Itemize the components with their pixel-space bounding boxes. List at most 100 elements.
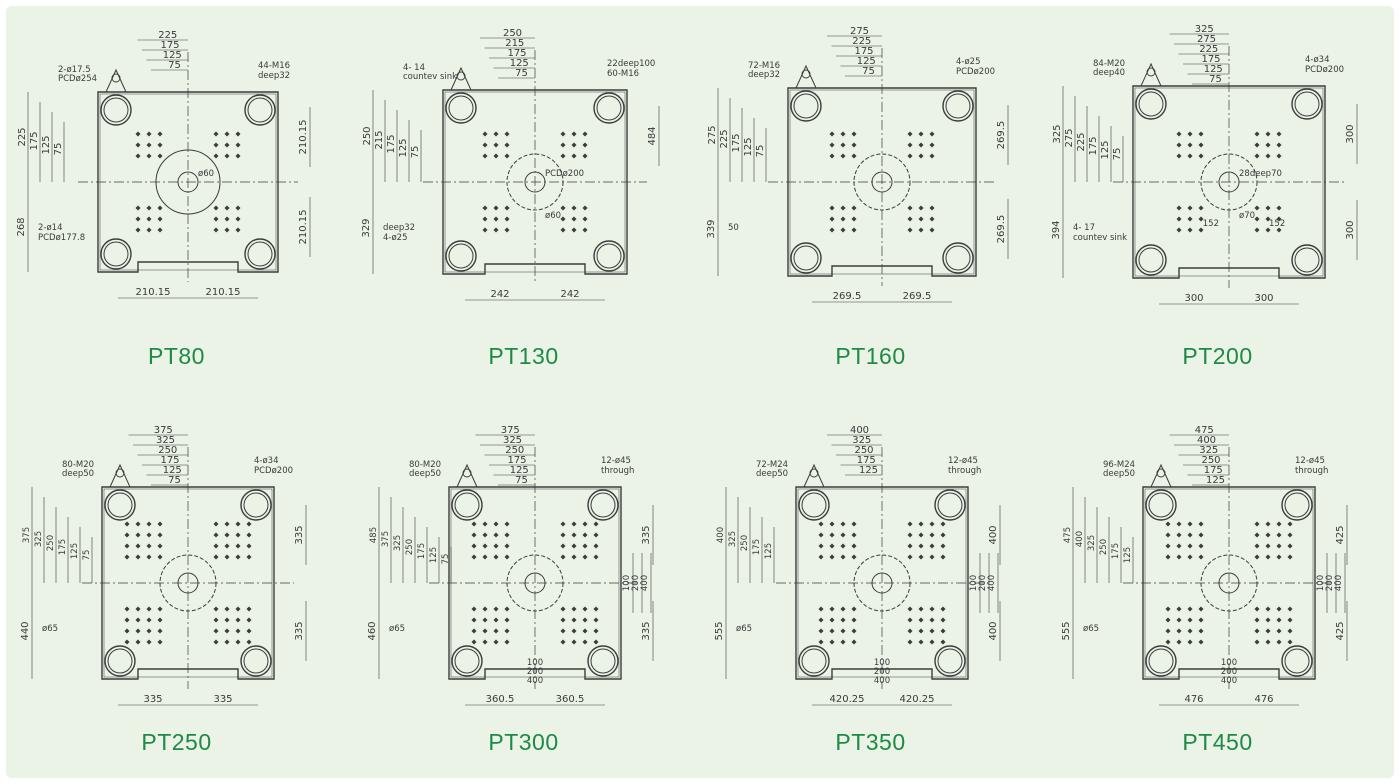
dimension-label: 225 — [1076, 132, 1087, 151]
dimension-label: 360.5 — [486, 694, 515, 705]
tie-bar-hole — [1291, 88, 1323, 120]
model-label: PT450 — [1182, 729, 1253, 755]
dimension-label: 125 — [398, 138, 409, 157]
dimension-label: 75 — [1112, 148, 1123, 161]
dimension-label: 175 — [1088, 136, 1099, 155]
dimension-label: 275 — [1064, 128, 1075, 147]
dimension-label: 75 — [168, 475, 181, 486]
tie-bar-hole — [593, 240, 625, 272]
callout-label: through — [601, 466, 634, 476]
dimension-label: 325 — [1199, 445, 1218, 456]
model-label: PT130 — [488, 343, 559, 369]
dimension-label: 125 — [1100, 140, 1111, 159]
dimension-label: 215 — [374, 130, 385, 149]
callout-label: deep50 — [409, 469, 441, 479]
dimension-label: 335 — [641, 621, 652, 640]
callout-label: ø60 — [545, 211, 561, 221]
dimension-label: 325 — [852, 435, 871, 446]
callout-label: deep32 — [383, 223, 415, 233]
dimension-label: 75 — [1209, 74, 1222, 85]
tie-bar-hole — [1135, 244, 1167, 276]
dimension-label: 400 — [850, 425, 869, 436]
dimension-label: 242 — [560, 289, 579, 300]
tie-bar-hole — [790, 90, 822, 122]
callout-label: 12-ø45 — [1295, 456, 1325, 466]
dimension-label: 75 — [862, 66, 875, 77]
model-label: PT200 — [1182, 343, 1253, 369]
dimension-label: 100 — [622, 575, 632, 591]
dimension-label: 460 — [367, 621, 378, 640]
dimension-label: 200 — [1325, 575, 1335, 591]
dimension-label: 200 — [1221, 667, 1237, 677]
dimension-label: 175 — [854, 46, 873, 57]
dimension-label: 375 — [154, 425, 173, 436]
tie-bar-hole — [451, 645, 483, 677]
callout-label: 2-ø17.5 — [58, 65, 91, 75]
dimension-label: 100 — [874, 658, 890, 668]
dimension-label: 200 — [527, 667, 543, 677]
callout-label: ø65 — [42, 624, 58, 634]
dimension-label: 268 — [16, 217, 27, 236]
dimension-label: 225 — [852, 36, 871, 47]
dimension-label: 100 — [1221, 658, 1237, 668]
dimension-label: 250 — [158, 445, 177, 456]
dimension-label: 400 — [1075, 531, 1085, 547]
dimension-label: 242 — [490, 289, 509, 300]
callout-label: 72-M16 — [748, 61, 780, 71]
dimension-label: 125 — [510, 465, 529, 476]
dimension-label: 335 — [294, 525, 305, 544]
tie-bar-hole — [942, 90, 974, 122]
dimension-label: 75 — [53, 143, 64, 156]
dimension-label: 100 — [1316, 575, 1326, 591]
callout-label: PCDø200 — [956, 67, 995, 77]
dimension-label: 250 — [46, 535, 56, 551]
dimension-label: 325 — [393, 535, 403, 551]
dimension-label: 420.25 — [900, 694, 935, 705]
dimension-label: 100 — [969, 575, 979, 591]
dimension-label: 210.15 — [136, 287, 171, 298]
dimension-label: 200 — [631, 575, 641, 591]
dimension-label: 300 — [1345, 124, 1356, 143]
tie-bar-hole — [1291, 244, 1323, 276]
dimension-label: 75 — [515, 68, 528, 79]
dimension-label: 250 — [405, 539, 415, 555]
dimension-label: 484 — [647, 126, 658, 145]
dimension-label: 175 — [731, 133, 742, 152]
tie-bar-hole — [445, 92, 477, 124]
tie-bar-hole — [1145, 645, 1177, 677]
tie-bar-hole — [587, 645, 619, 677]
dimension-label: 175 — [1111, 543, 1121, 559]
dimension-label: 250 — [503, 28, 522, 39]
dimension-label: 125 — [764, 543, 774, 559]
tie-bar-hole — [1281, 489, 1313, 521]
model-label: PT300 — [488, 729, 559, 755]
dimension-label: 325 — [34, 531, 44, 547]
dimension-label: 300 — [1184, 293, 1203, 304]
dimension-label: 425 — [1335, 525, 1346, 544]
dimension-label: 475 — [1195, 425, 1214, 436]
tie-bar-hole — [1145, 489, 1177, 521]
callout-label: 80-M20 — [409, 460, 441, 470]
dimension-label: 476 — [1184, 694, 1203, 705]
dimension-label: 215 — [505, 38, 524, 49]
dimension-label: 75 — [515, 475, 528, 486]
callout-label: PCDø200 — [254, 466, 293, 476]
dimension-label: 225 — [1199, 44, 1218, 55]
callout-label: PCDø254 — [58, 74, 97, 84]
dimension-label: 100 — [527, 658, 543, 668]
callout-label: 12-ø45 — [948, 456, 978, 466]
dimension-label: 335 — [641, 525, 652, 544]
dimension-label: 375 — [501, 425, 520, 436]
dimension-label: 175 — [29, 131, 40, 150]
callout-label: deep32 — [258, 71, 290, 81]
dimension-label: 225 — [719, 129, 730, 148]
callout-label: 80-M20 — [62, 460, 94, 470]
